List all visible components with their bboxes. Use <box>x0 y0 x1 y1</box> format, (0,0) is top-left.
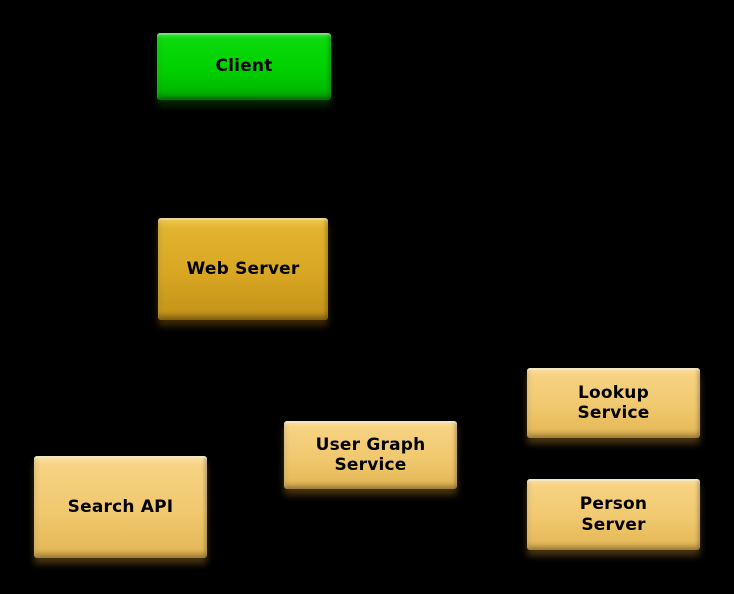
node-client-label: Client <box>215 56 272 76</box>
node-user-graph-service: User Graph Service <box>284 421 457 489</box>
node-search-api: Search API <box>34 456 207 558</box>
node-label-line: Server <box>581 514 646 535</box>
node-label-line: Client <box>215 56 273 77</box>
node-lookup-service: Lookup Service <box>527 368 700 438</box>
node-label-line: Service <box>334 455 407 475</box>
node-label-line: Lookup <box>578 382 649 403</box>
node-person-server: Person Server <box>527 479 700 550</box>
node-lookup-service-label: Lookup Service <box>577 383 649 424</box>
node-label-line: Person <box>579 494 648 515</box>
node-web-server: Web Server <box>158 218 328 320</box>
node-label-line: Search API <box>67 496 174 517</box>
node-label-line: User Graph <box>315 434 426 455</box>
node-label-line: Service <box>577 403 650 423</box>
node-label-line: Web Server <box>186 258 300 279</box>
node-person-server-label: Person Server <box>580 494 647 535</box>
node-client: Client <box>157 33 331 100</box>
node-web-server-label: Web Server <box>187 259 300 279</box>
node-search-api-label: Search API <box>68 497 174 517</box>
node-user-graph-service-label: User Graph Service <box>316 435 426 476</box>
